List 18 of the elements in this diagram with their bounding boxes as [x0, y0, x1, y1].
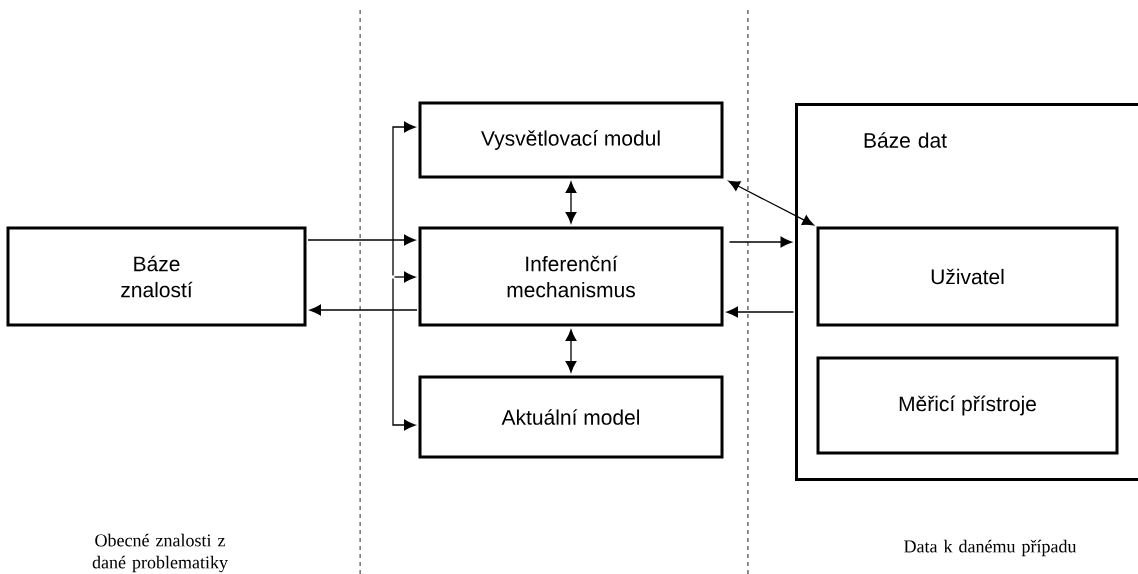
- arrow: [726, 306, 795, 318]
- process-box: Vysvětlovací modul: [418, 101, 724, 179]
- arrow: [393, 271, 416, 283]
- process-box: Uživatel: [816, 226, 1119, 327]
- process-box: Báze znalostí: [6, 226, 307, 327]
- arrow: [728, 180, 814, 226]
- arrow: [565, 329, 577, 373]
- note-text: Data k danému případu: [904, 539, 1077, 557]
- arrow: [307, 234, 416, 246]
- arrow: [392, 277, 416, 431]
- arrow: [309, 304, 418, 316]
- arrow: [728, 236, 792, 248]
- process-box: Měřicí přístroje: [816, 356, 1119, 455]
- process-box: Inferenční mechanismus: [418, 226, 724, 327]
- arrow: [392, 121, 416, 277]
- process-box: Aktuální model: [418, 375, 724, 459]
- arrow: [565, 181, 577, 224]
- note-text: Obecné znalosti z dané problematiky: [92, 533, 228, 573]
